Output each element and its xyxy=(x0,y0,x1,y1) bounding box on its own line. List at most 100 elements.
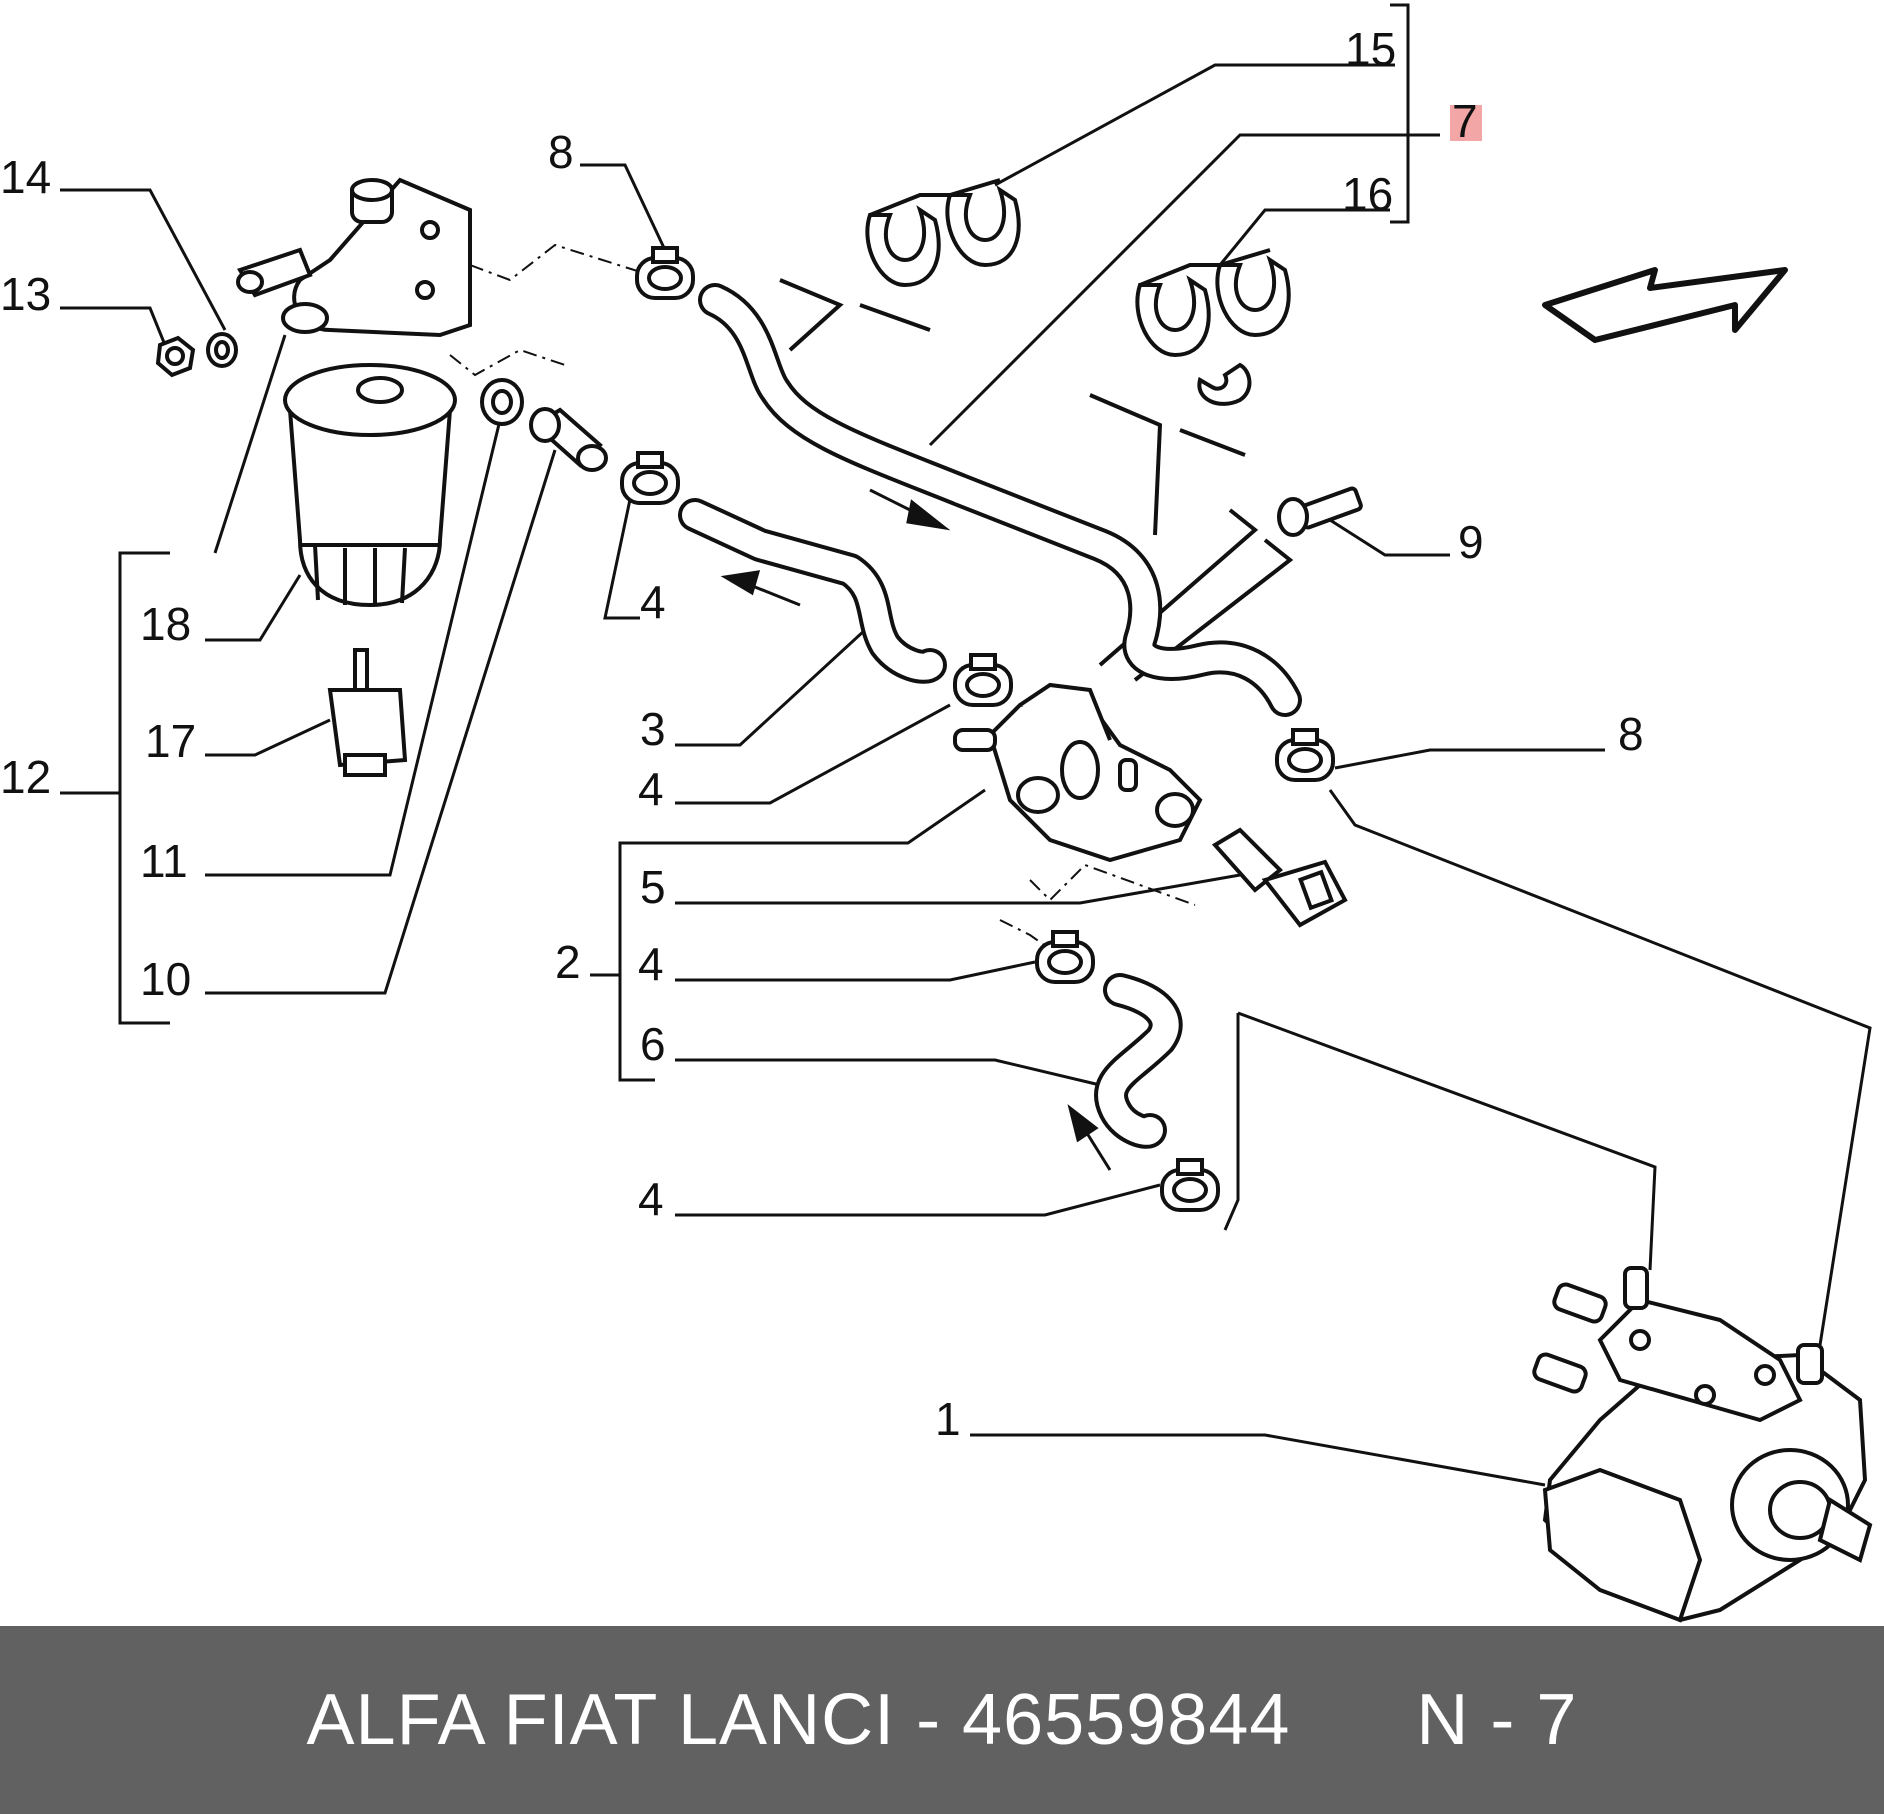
callout-label-10: 10 xyxy=(140,953,191,1005)
filter-18-port xyxy=(356,376,404,404)
sensor-17-plug xyxy=(343,753,387,777)
pump-1-bolt-2 xyxy=(1694,1384,1716,1406)
clamp-4d xyxy=(1160,1158,1220,1212)
marker-right-b xyxy=(1179,428,1246,457)
filter-head xyxy=(236,177,472,338)
clip-16-left xyxy=(1135,275,1211,358)
callout-label-14: 14 xyxy=(0,151,51,203)
sensor-17-pin xyxy=(353,648,369,692)
leader-2-right xyxy=(655,788,986,845)
pump-1-bolt-1 xyxy=(1629,1329,1651,1351)
nut-13 xyxy=(155,335,196,378)
marker-right xyxy=(1089,393,1163,536)
filter-head-cap-top xyxy=(350,178,394,202)
clamp-4b-tab xyxy=(969,653,997,671)
valve-block-2 xyxy=(953,682,1203,863)
callout-label-12: 12 xyxy=(0,751,51,803)
footer-bar: ALFA FIAT LANCI - 46559844 N - 7 xyxy=(0,1626,1884,1814)
bracket-2 xyxy=(618,841,655,1082)
flow-arrow-6 xyxy=(1083,1129,1112,1171)
pump-1-fitting-top xyxy=(1623,1266,1649,1310)
filter-18-rib-5 xyxy=(400,547,407,604)
seal-11 xyxy=(480,378,524,426)
filter-head-inlet-end xyxy=(236,270,264,294)
filter-head-hole-2 xyxy=(415,280,435,300)
leader-lines xyxy=(60,3,1872,1487)
clamp-8-right xyxy=(1275,728,1335,782)
leader-9 xyxy=(1329,518,1450,557)
callout-label-6: 6 xyxy=(640,1018,666,1070)
clip-15-right xyxy=(945,185,1021,268)
callout-label-5: 5 xyxy=(640,861,666,913)
callout-label-16: 16 xyxy=(1342,168,1393,220)
callout-label-8-top: 8 xyxy=(548,126,574,178)
callout-7-highlight xyxy=(1450,105,1482,141)
pump-1 xyxy=(1532,1266,1873,1623)
pump-1-bolt-3 xyxy=(1754,1364,1776,1386)
bolt-9 xyxy=(1277,486,1363,537)
leader-4b xyxy=(675,703,951,805)
clamp-4a-tab xyxy=(636,451,664,469)
flow-arrow-3-head xyxy=(720,570,761,596)
clip-16-top xyxy=(1139,248,1271,287)
block-2-top xyxy=(1018,682,1112,741)
leader-pump-c xyxy=(1223,1013,1240,1231)
leader-pump-a xyxy=(1328,789,1872,1346)
leader-4a xyxy=(603,489,640,620)
leader-8-top xyxy=(580,163,667,251)
clamp-4a-hole xyxy=(632,470,668,496)
leader-16 xyxy=(1218,208,1390,266)
clamps xyxy=(620,246,1335,1212)
callout-label-1: 1 xyxy=(935,1393,961,1445)
washer-14-inner xyxy=(214,340,230,360)
dashline-filter-bottom xyxy=(449,348,566,377)
flow-arrow-3 xyxy=(749,583,801,607)
callout-label-4d: 4 xyxy=(638,1173,664,1225)
block-2-stub-1 xyxy=(953,728,997,752)
clamp-8-top xyxy=(635,246,695,300)
clip-16 xyxy=(1135,248,1291,406)
clamp-8-right-hole xyxy=(1287,747,1323,773)
leader-18 xyxy=(205,574,302,642)
clip-16-right xyxy=(1215,255,1291,338)
direction-arrow xyxy=(1542,267,1788,343)
leader-12-top xyxy=(213,334,287,554)
callout-label-17: 17 xyxy=(145,715,196,767)
flow-arrows xyxy=(720,488,1112,1171)
sensor-5-plug xyxy=(1297,869,1335,911)
filter-head-hole-1 xyxy=(420,220,440,240)
sensor-17-body xyxy=(327,688,408,768)
clip-16-foot xyxy=(1197,362,1252,406)
callout-label-7: 7 xyxy=(1452,95,1478,147)
leader-5 xyxy=(675,873,1241,905)
leader-15 xyxy=(994,63,1395,187)
dashline-block xyxy=(1029,863,1196,906)
leader-pump-b xyxy=(1237,1011,1657,1271)
callout-label-9: 9 xyxy=(1458,516,1484,568)
leader-13 xyxy=(60,306,167,346)
block-2-port-2 xyxy=(1155,792,1195,828)
fitting-10-end xyxy=(576,444,608,472)
callout-labels: 15 7 16 8 14 13 9 4 18 3 8 17 12 4 11 5 … xyxy=(0,23,1644,1445)
callout-label-11: 11 xyxy=(140,835,188,887)
leader-6 xyxy=(675,1058,1101,1087)
clamp-4a xyxy=(620,451,680,505)
leader-7 xyxy=(928,133,1440,447)
leader-8-right xyxy=(1334,748,1605,770)
pump-1-fitting-left-1 xyxy=(1552,1282,1608,1324)
clamp-4d-hole xyxy=(1172,1177,1208,1203)
callout-label-2: 2 xyxy=(555,936,581,988)
parts-diagram: 15 7 16 8 14 13 9 4 18 3 8 17 12 4 11 5 … xyxy=(0,3,1873,1623)
callout-label-15: 15 xyxy=(1345,23,1396,75)
block-2-boss xyxy=(1060,740,1100,800)
callout-label-18: 18 xyxy=(140,598,191,650)
sensor-5 xyxy=(1211,827,1348,928)
sensor-5-thread xyxy=(1211,827,1283,893)
hose-7-inner xyxy=(702,287,1298,713)
block-2-port-1 xyxy=(1016,776,1060,814)
bracket-12 xyxy=(118,551,170,1025)
callout-label-3: 3 xyxy=(640,703,666,755)
fitting-10 xyxy=(529,407,608,472)
leader-14 xyxy=(60,188,227,331)
dashline-filter-top xyxy=(469,243,651,282)
